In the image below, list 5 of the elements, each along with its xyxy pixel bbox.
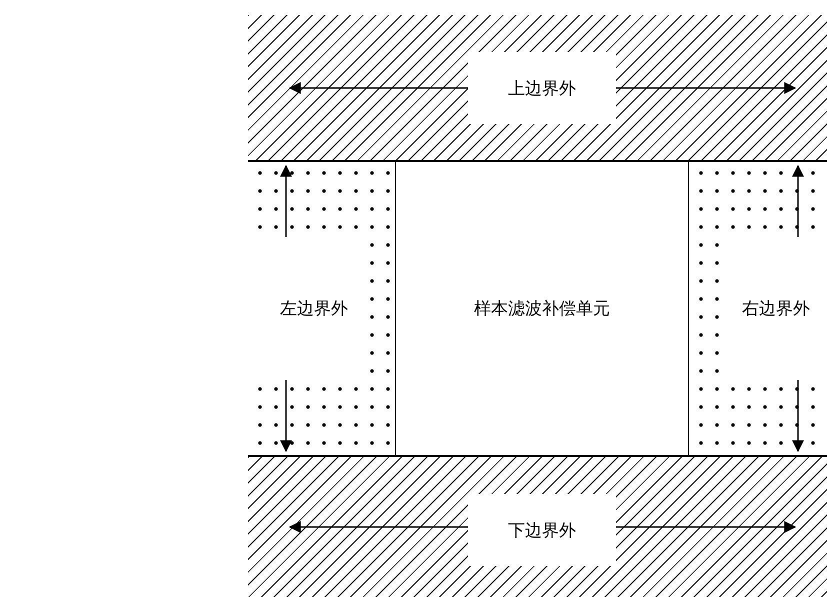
hatched-region bbox=[248, 455, 827, 597]
region-label: 上边界外 bbox=[468, 52, 616, 124]
unit-box bbox=[395, 162, 689, 455]
region-label: 样本滤波补偿单元 bbox=[473, 298, 611, 320]
region-label: 下边界外 bbox=[468, 494, 616, 566]
